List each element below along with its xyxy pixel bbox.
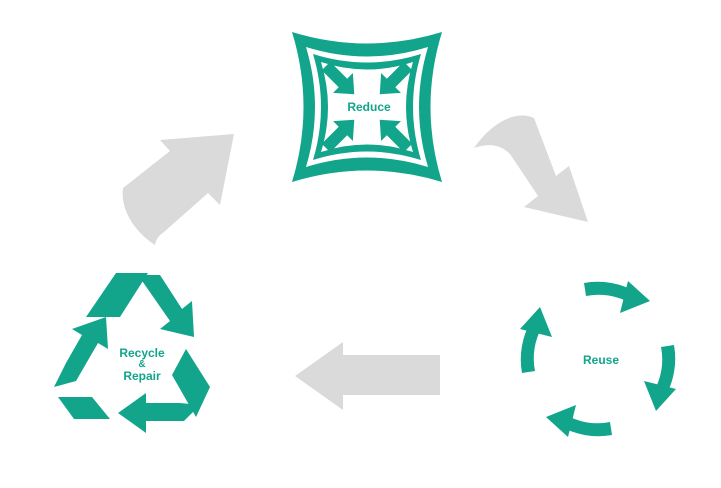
recycle-repair-label: Recycle & Repair (94, 347, 190, 383)
recycle-label-line3: Repair (123, 369, 161, 383)
recycle-label-line1: Recycle (119, 346, 165, 360)
recycle-label-ampersand: & (138, 359, 146, 370)
compress-arrows-icon (292, 32, 442, 182)
arrow-reuse-to-recycle (295, 342, 440, 410)
arrow-reduce-to-reuse (474, 115, 588, 222)
arrow-recycle-to-reduce (122, 134, 234, 245)
reduce-label: Reduce (347, 100, 391, 114)
recycle-symbol-icon (54, 273, 210, 433)
circular-arrows-icon (520, 281, 676, 437)
reuse-label: Reuse (582, 353, 620, 367)
